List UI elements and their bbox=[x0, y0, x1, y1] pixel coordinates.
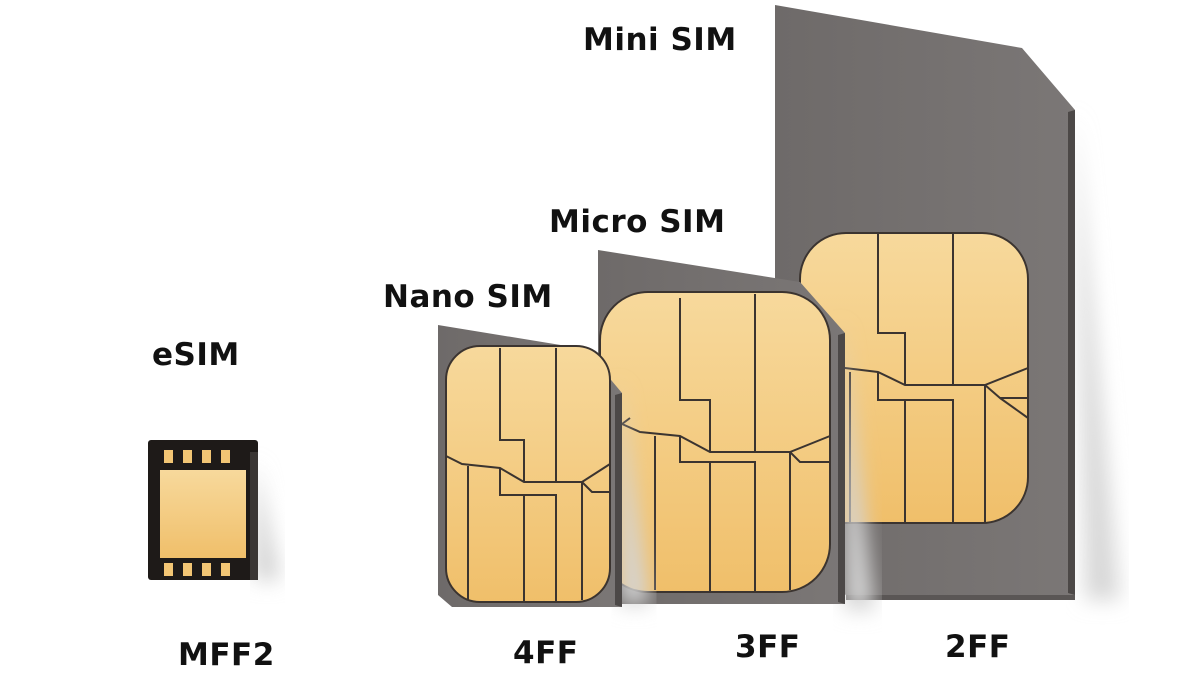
micro-sim-code-label: 3FF bbox=[735, 629, 801, 665]
micro-sim-name-label: Micro SIM bbox=[549, 204, 726, 240]
esim-pins-top bbox=[164, 450, 230, 463]
esim-name-label: eSIM bbox=[152, 337, 240, 373]
nano-sim-shadow bbox=[618, 380, 650, 605]
mini-sim-name-label: Mini SIM bbox=[583, 22, 737, 58]
nano-sim-code-label: 4FF bbox=[513, 635, 579, 671]
nano-sim-edge bbox=[615, 393, 622, 607]
micro-sim-shadow bbox=[840, 320, 875, 610]
nano-sim-chip bbox=[445, 345, 611, 603]
nano-sim-card bbox=[438, 325, 650, 607]
esim-side bbox=[250, 452, 258, 580]
micro-sim-edge bbox=[838, 333, 845, 604]
esim-die bbox=[160, 470, 246, 558]
nano-sim-name-label: Nano SIM bbox=[383, 279, 553, 315]
mini-sim-code-label: 2FF bbox=[945, 629, 1011, 665]
micro-sim-card bbox=[598, 250, 875, 610]
mini-sim-shadow bbox=[1075, 110, 1120, 600]
esim-code-label: MFF2 bbox=[178, 637, 275, 673]
esim-shadow bbox=[255, 460, 280, 580]
esim-pins-bottom bbox=[164, 563, 230, 576]
esim-chip-package bbox=[148, 440, 280, 580]
mini-sim-edge bbox=[1068, 110, 1075, 595]
mini-sim-bottom-edge bbox=[846, 595, 1075, 600]
